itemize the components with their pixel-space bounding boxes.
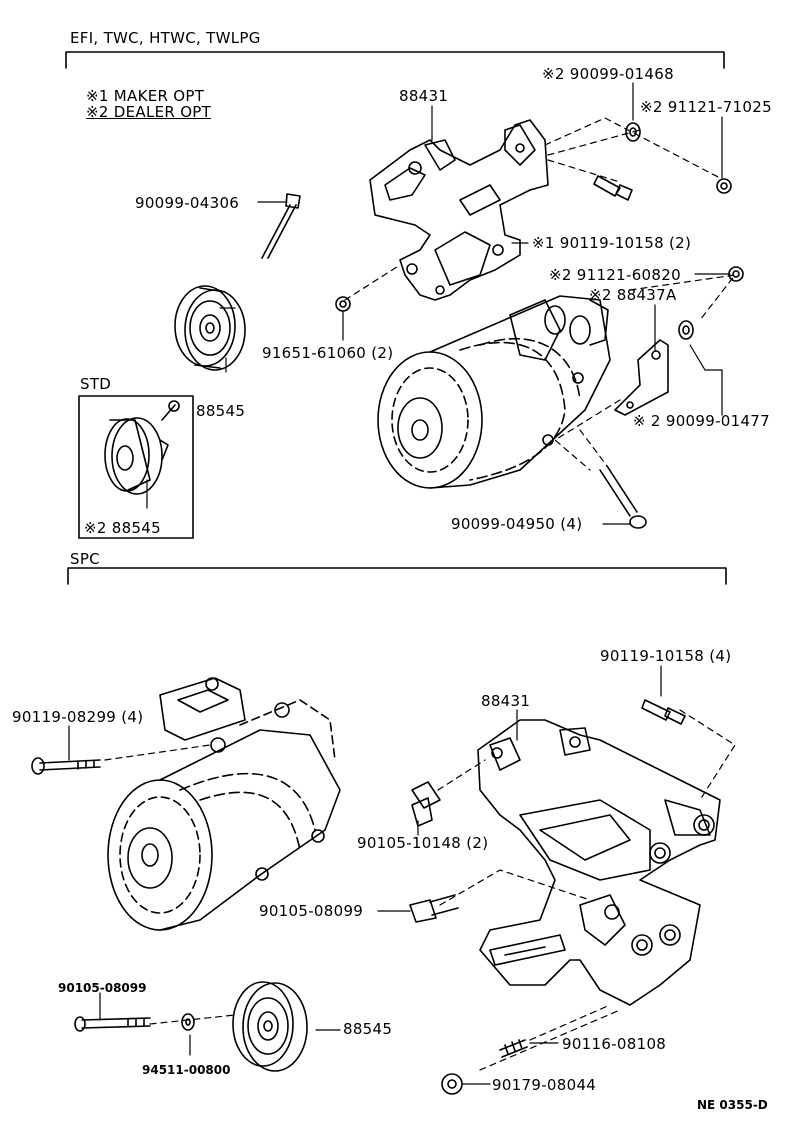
std-title: STD — [80, 375, 112, 393]
section-bracket-bottom — [67, 567, 727, 585]
fasteners-top — [261, 122, 744, 529]
compressor-bottom — [107, 677, 341, 931]
figure-code: NE 0355-D — [697, 1098, 768, 1112]
label-stud-08108: 90116-08108 — [562, 1035, 667, 1053]
note-dealer-opt: ※2 DEALER OPT — [86, 103, 212, 121]
pulley-88545-bottom — [232, 981, 308, 1072]
std-label: ※2 88545 — [84, 519, 161, 537]
section-bracket-top — [65, 51, 725, 69]
stay-88437a — [614, 339, 669, 416]
label-bolt-91651: 91651-61060 (2) — [262, 344, 394, 362]
label-bracket-top: 88431 — [399, 87, 449, 105]
fasteners-bottom — [31, 699, 686, 1095]
section-header-bottom: SPC — [70, 550, 100, 568]
std-box — [78, 395, 194, 539]
label-mark2-nut: ※2 91121-71025 — [640, 98, 772, 116]
label-bolt-10158-bottom: 90119-10158 (4) — [600, 647, 732, 665]
label-mark2-washer: ※ 2 90099-01477 — [633, 412, 770, 430]
label-pulley-bottom: 88545 — [343, 1020, 393, 1038]
note-maker-opt: ※1 MAKER OPT — [86, 87, 205, 105]
compressor-top — [377, 295, 611, 489]
label-bolt-04950: 90099-04950 (4) — [451, 515, 583, 533]
leader-lines-top — [146, 82, 731, 525]
assembly-dashes-top — [344, 117, 736, 471]
section-header-top: EFI, TWC, HTWC, TWLPG — [70, 29, 261, 47]
label-mark2-bolt-b: ※2 91121-60820 — [549, 266, 681, 284]
label-bolt-10148: 90105-10148 (2) — [357, 834, 489, 852]
label-bolt-08099: 90105-08099 — [259, 902, 364, 920]
label-washer-00800: 94511-00800 — [142, 1063, 231, 1077]
label-nut-08044: 90179-08044 — [492, 1076, 597, 1094]
label-pulley-top: 88545 — [196, 402, 246, 420]
assembly-dashes-bottom — [104, 709, 736, 1071]
label-bolt-08299: 90119-08299 (4) — [12, 708, 144, 726]
bracket-88431-top — [369, 119, 549, 301]
label-mark2-stay: ※2 88437A — [589, 286, 677, 304]
pulley-88545-top — [174, 285, 246, 371]
leader-lines-bottom — [68, 665, 662, 1085]
label-mark1-bolt: ※1 90119-10158 (2) — [532, 234, 692, 252]
label-bolt-08099-small: 90105-08099 — [58, 981, 147, 995]
label-bracket-bottom: 88431 — [481, 692, 531, 710]
bracket-88431-bottom — [477, 719, 721, 1006]
label-mark2-bolt: ※2 90099-01468 — [542, 65, 674, 83]
label-stud-bolt: 90099-04306 — [135, 194, 240, 212]
